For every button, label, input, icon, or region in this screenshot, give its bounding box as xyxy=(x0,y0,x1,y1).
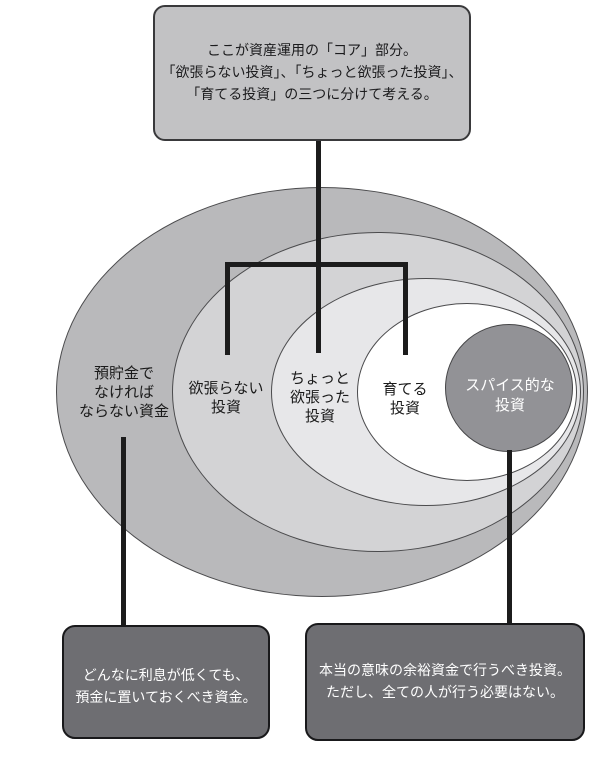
connector-spice-to-box xyxy=(507,450,512,625)
connector-deposit-to-box xyxy=(121,437,126,627)
core-explanation-box: ここが資産運用の「コア」部分。 「欲張らない投資」、「ちょっと欲張った投資」、 … xyxy=(153,5,471,141)
deposit-note-box: どんなに利息が低くても、 預金に置いておくべき資金。 xyxy=(62,625,270,739)
label-bit-greedy-invest: ちょっと 欲張った 投資 xyxy=(289,369,351,425)
connector-drop-right xyxy=(403,262,408,355)
label-growing-invest: 育てる 投資 xyxy=(382,380,428,417)
spice-note-box: 本当の意味の余裕資金で行うべき投資。 ただし、全ての人が行う必要はない。 xyxy=(305,623,585,741)
connector-topbox-vertical xyxy=(316,140,321,267)
connector-drop-left xyxy=(225,262,230,355)
label-no-greed-invest: 欲張らない 投資 xyxy=(188,379,264,416)
spice-circle xyxy=(445,324,573,452)
label-deposit-funds: 預貯金で なければ ならない資金 xyxy=(78,364,170,420)
label-spice-invest: スパイス的な 投資 xyxy=(465,376,555,414)
connector-horizontal xyxy=(225,262,408,267)
connector-drop-middle xyxy=(316,267,321,353)
